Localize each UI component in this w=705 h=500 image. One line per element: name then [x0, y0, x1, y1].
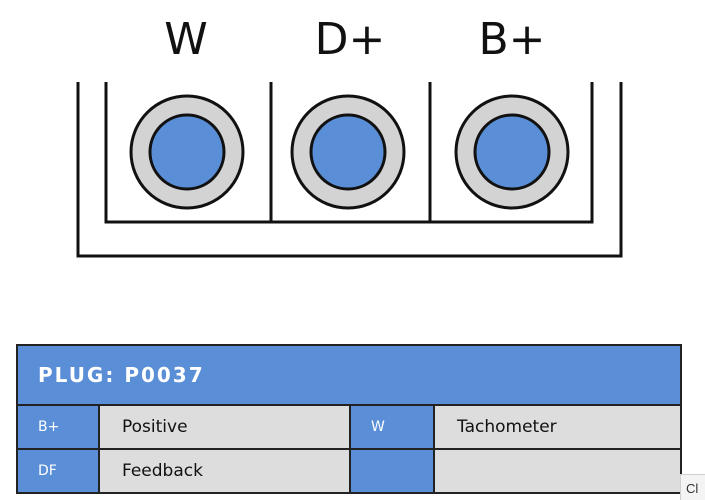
pin-description-cell — [435, 450, 680, 492]
connector-diagram — [76, 82, 623, 258]
pin-description-cell: Feedback — [100, 450, 351, 492]
plug-title: PLUG: P0037 — [18, 346, 680, 406]
pin-code-cell: DF — [18, 450, 100, 492]
table-row: B+ Positive W Tachometer — [18, 406, 680, 448]
pin-d-plus — [290, 94, 406, 210]
pin-b-plus — [454, 94, 570, 210]
connector-housing — [76, 82, 623, 258]
plug-title-prefix: PLUG: — [38, 363, 116, 387]
inner-housing-outline — [104, 82, 594, 224]
terminal-label-b-plus: B+ — [478, 14, 546, 65]
pin-description-cell: Tachometer — [435, 406, 680, 448]
pin-w — [129, 94, 245, 210]
pin-w-contact — [148, 113, 226, 191]
pin-code-cell: W — [351, 406, 435, 448]
pin-code-cell: B+ — [18, 406, 100, 448]
pin-code-cell — [351, 450, 435, 492]
pin-b-plus-contact — [473, 113, 551, 191]
plug-table: PLUG: P0037 B+ Positive W Tachometer DF … — [16, 344, 682, 494]
terminal-label-d-plus: D+ — [314, 14, 386, 65]
pin-d-plus-contact — [309, 113, 387, 191]
outer-housing-outline — [76, 82, 623, 258]
plug-title-code: P0037 — [124, 363, 205, 387]
pin-description-cell: Positive — [100, 406, 351, 448]
terminal-label-w: W — [164, 14, 208, 65]
corner-close-button[interactable]: Cl — [680, 474, 705, 500]
table-row: DF Feedback — [18, 448, 680, 492]
